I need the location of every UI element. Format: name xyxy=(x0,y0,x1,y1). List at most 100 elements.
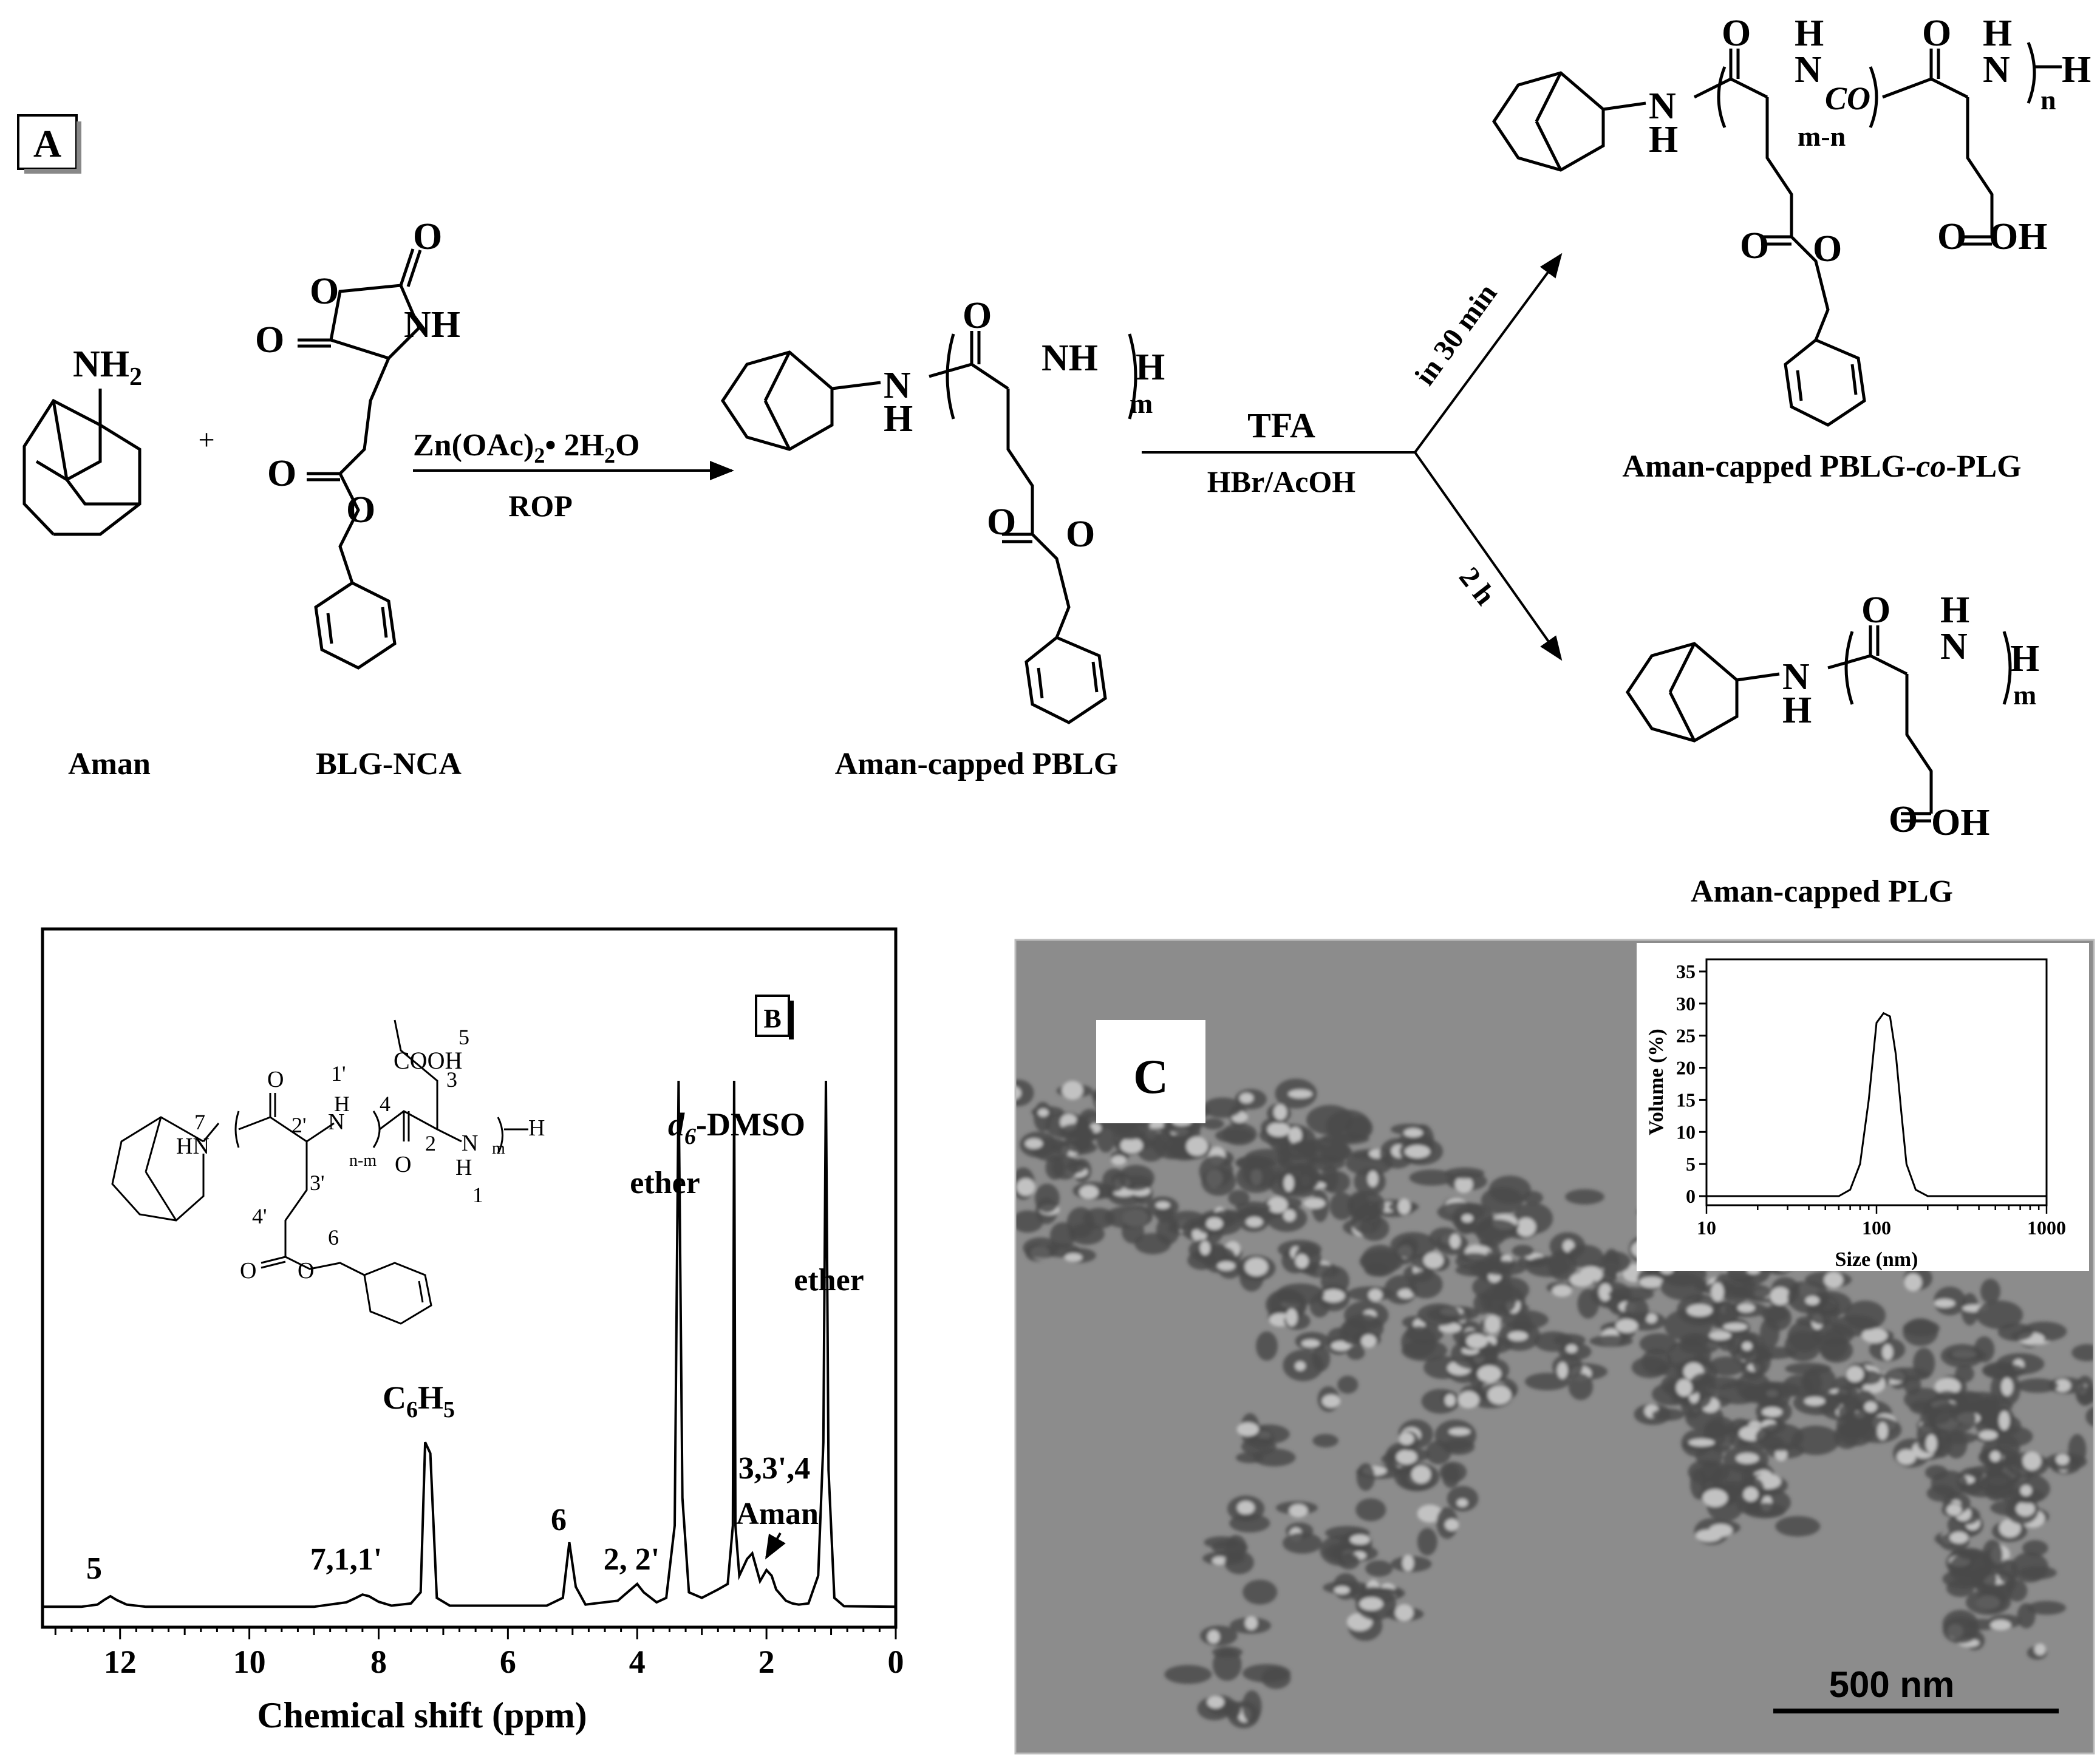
tem-particle xyxy=(1473,1293,1492,1315)
plg-label: Aman-capped PLG xyxy=(1691,874,1953,909)
upper-branch-arrow xyxy=(1414,253,1563,454)
tem-void xyxy=(1949,1531,1968,1544)
svg-text:O: O xyxy=(963,295,992,336)
tem-void xyxy=(915,1243,933,1259)
tem-void xyxy=(1303,1198,1326,1209)
tem-particle xyxy=(949,1203,969,1221)
catalyst-text: Zn(OAc)2• 2H2O xyxy=(413,428,639,468)
tem-void xyxy=(2054,1379,2071,1392)
tem-particle xyxy=(1959,1548,1983,1560)
scale-bar-label: 500 nm xyxy=(1829,1664,1955,1705)
dls-x-axis-label: Size (nm) xyxy=(1835,1248,1918,1271)
tem-void xyxy=(1461,1214,1473,1223)
tem-particle xyxy=(1976,1301,2023,1329)
dls-x-tick-label: 10 xyxy=(1697,1217,1716,1239)
tem-particle xyxy=(933,1226,981,1251)
tem-void xyxy=(1466,1333,1488,1349)
tem-image xyxy=(904,940,2094,1753)
panel-b-tag: B xyxy=(763,1004,781,1033)
panel-a-tag: A xyxy=(33,122,61,165)
tem-void xyxy=(1301,1339,1320,1348)
tem-particle xyxy=(1326,1109,1371,1143)
svg-text:H: H xyxy=(334,1092,350,1116)
tem-particle xyxy=(1923,1396,1954,1425)
svg-text:H: H xyxy=(1940,590,1969,631)
tem-void xyxy=(1079,1185,1099,1199)
tem-particle xyxy=(1235,1201,1271,1214)
tem-void xyxy=(1904,1273,1922,1291)
tem-particle xyxy=(1202,1118,1224,1130)
tem-particle xyxy=(1524,1373,1570,1390)
svg-text:m-n: m-n xyxy=(1798,121,1846,152)
nmr-tick-label: 6 xyxy=(500,1644,516,1680)
tem-particle xyxy=(967,1085,997,1113)
tem-void xyxy=(1569,1273,1594,1287)
tem-void xyxy=(1934,1378,1961,1395)
svg-text:O: O xyxy=(1937,216,1966,257)
svg-text:H: H xyxy=(1795,13,1824,54)
tem-void xyxy=(917,1115,938,1135)
tem-void xyxy=(1361,1334,1377,1348)
tem-void xyxy=(1120,1137,1143,1154)
tem-particle xyxy=(1261,1667,1291,1689)
tem-particle xyxy=(1283,1532,1322,1554)
tem-void xyxy=(1321,1289,1345,1302)
svg-text:O: O xyxy=(1861,590,1890,631)
peak-label-22: 2, 2' xyxy=(604,1542,660,1577)
tem-particle xyxy=(1488,1175,1531,1204)
tem-void xyxy=(1295,1361,1306,1371)
tem-void xyxy=(1367,1171,1379,1187)
tem-particle xyxy=(1903,1320,1940,1337)
tem-particle xyxy=(2071,1344,2094,1361)
tem-particle xyxy=(904,1094,952,1116)
tem-void xyxy=(1615,1319,1638,1333)
tem-void xyxy=(1639,1276,1664,1288)
pblg-co-plg-structure xyxy=(1491,42,2062,427)
peak-label-ether-2: ether xyxy=(794,1263,864,1298)
dls-y-tick-label: 35 xyxy=(1676,961,1696,982)
tem-void xyxy=(1989,1451,2000,1462)
tem-particle xyxy=(1775,1515,1821,1537)
tem-particle xyxy=(1033,1101,1052,1132)
tem-void xyxy=(1770,1287,1791,1305)
rop-text: ROP xyxy=(508,489,573,523)
svg-text:n: n xyxy=(2040,84,2056,115)
tem-particle xyxy=(1567,1245,1604,1268)
tem-void xyxy=(1403,1128,1423,1138)
tem-void xyxy=(1774,1447,1787,1461)
svg-text:2: 2 xyxy=(425,1131,436,1155)
upper-time-text: in 30 min xyxy=(1409,278,1504,392)
tem-particle xyxy=(914,1245,939,1260)
tem-void xyxy=(1742,1342,1753,1351)
tem-particle xyxy=(1034,1183,1060,1213)
dls-y-tick-label: 0 xyxy=(1686,1185,1696,1207)
tem-particle xyxy=(1236,1162,1277,1193)
tem-particle xyxy=(1224,1551,1254,1574)
dls-y-tick-label: 5 xyxy=(1686,1153,1696,1175)
svg-text:2': 2' xyxy=(291,1113,307,1137)
lower-branch-arrow xyxy=(1414,451,1563,661)
tem-particle xyxy=(1744,1503,1786,1519)
tem-particle xyxy=(1338,1553,1360,1570)
tem-void xyxy=(1267,1197,1288,1213)
nmr-tick-label: 12 xyxy=(104,1644,137,1680)
tem-void xyxy=(1737,1303,1755,1313)
tem-void xyxy=(1999,1410,2010,1430)
tem-particle xyxy=(1755,1423,1804,1452)
svg-text:NH: NH xyxy=(1041,338,1098,379)
svg-text:4': 4' xyxy=(252,1204,267,1228)
tem-void xyxy=(1723,1322,1748,1331)
svg-text:H: H xyxy=(1782,690,1812,731)
peak-label-ether-1: ether xyxy=(630,1166,700,1200)
tem-particle xyxy=(1940,1432,1977,1444)
tem-void xyxy=(1267,1122,1290,1137)
tem-particle xyxy=(1639,1333,1677,1355)
tem-particle xyxy=(1301,1137,1351,1165)
tem-particle xyxy=(936,1233,969,1254)
tem-particle xyxy=(2027,1600,2066,1615)
tem-void xyxy=(1397,1199,1411,1215)
tem-void xyxy=(1395,1604,1414,1621)
svg-text:O: O xyxy=(267,453,296,494)
tem-void xyxy=(1399,1432,1414,1445)
tem-particle xyxy=(1401,1339,1448,1361)
